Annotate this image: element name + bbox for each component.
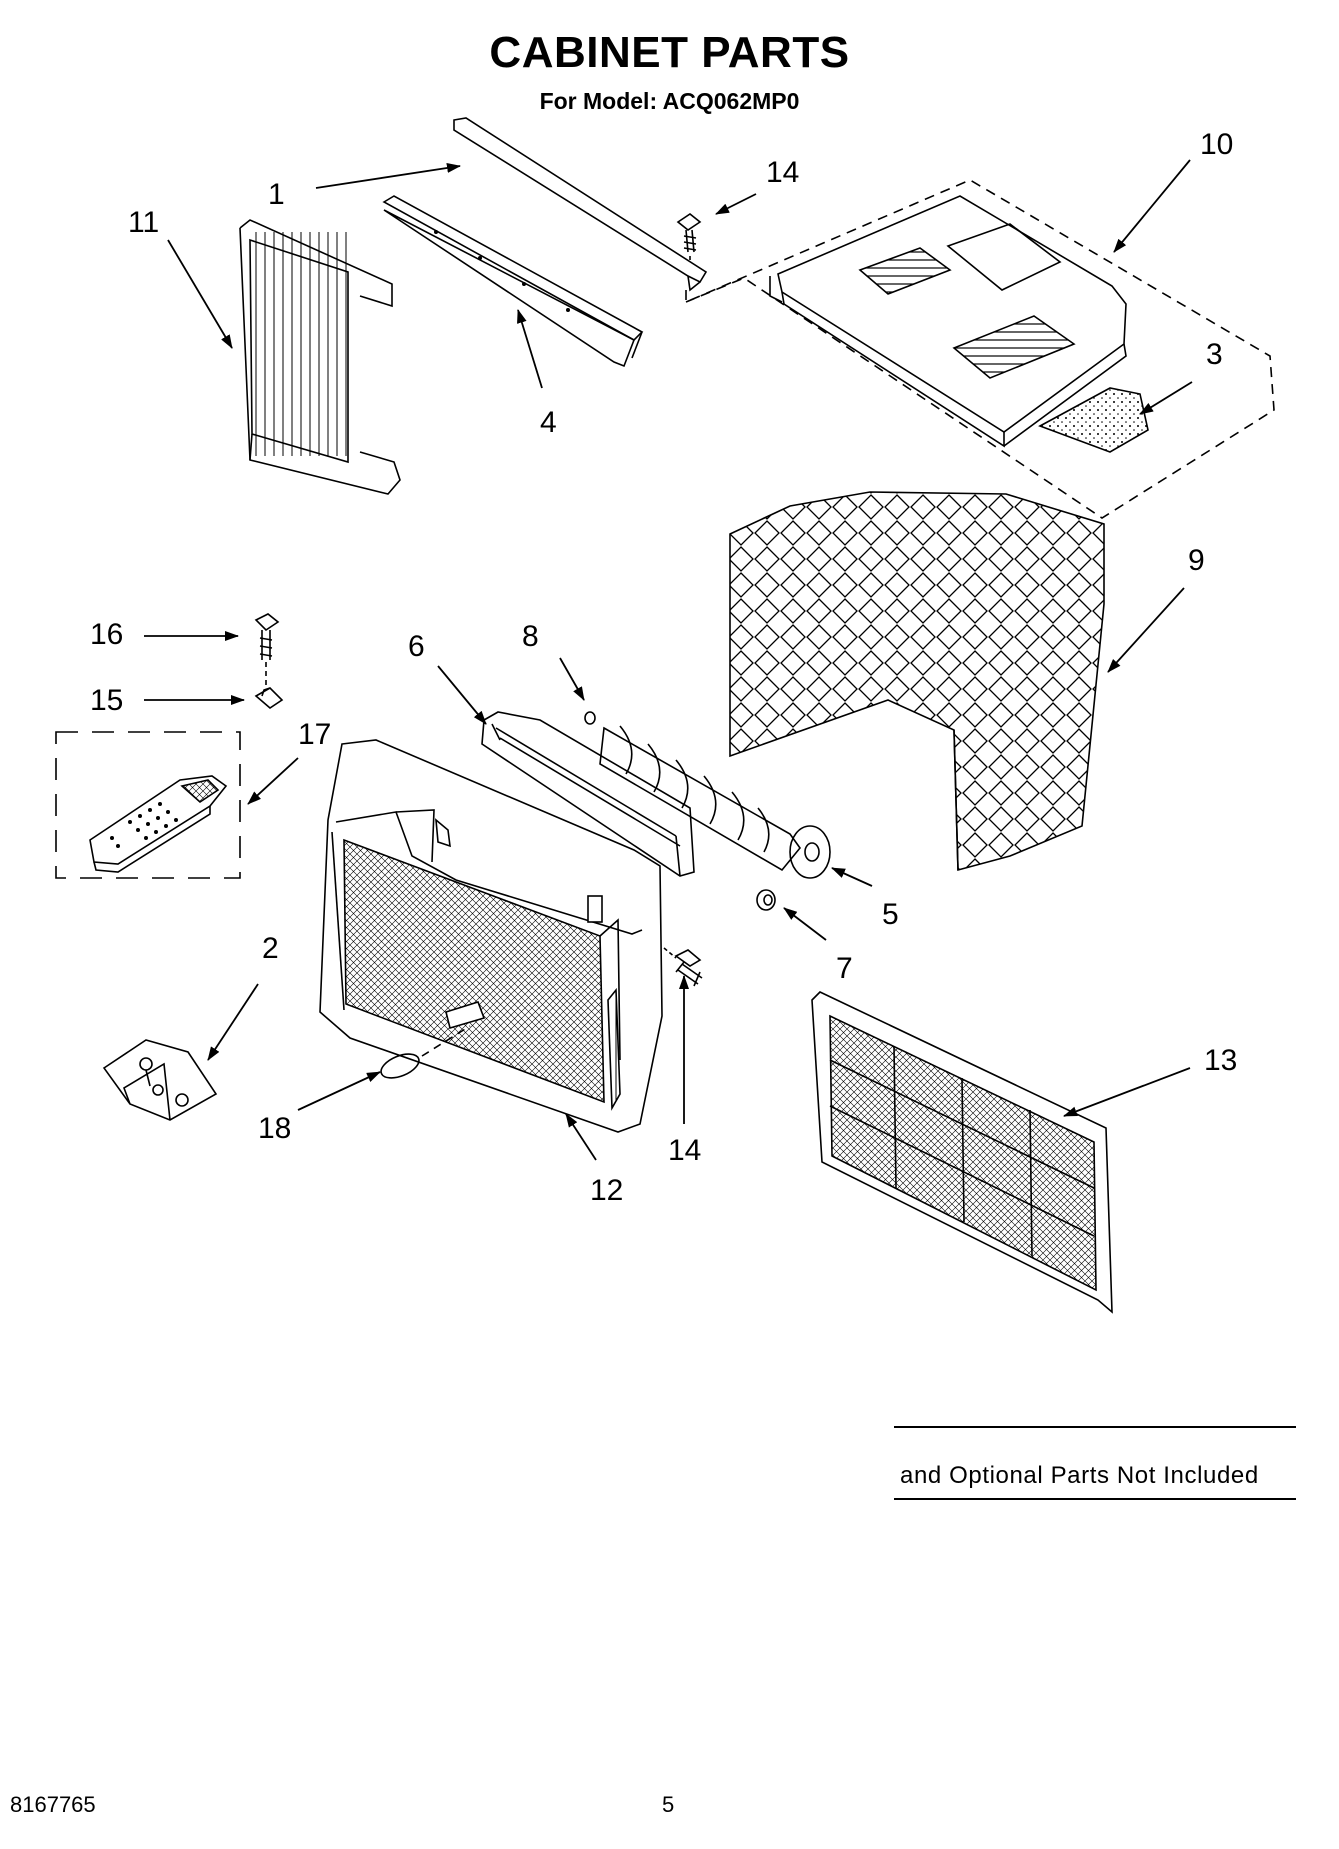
callout-14-top: 14 bbox=[766, 156, 800, 189]
document-number: 8167765 bbox=[10, 1792, 96, 1817]
part-17-remote-group bbox=[55, 731, 241, 879]
leader-lines bbox=[144, 159, 1193, 1161]
part-13-filter bbox=[811, 991, 1113, 1314]
callout-8: 8 bbox=[522, 620, 539, 653]
callout-2: 2 bbox=[262, 932, 279, 965]
part-10-top-cover-group bbox=[685, 179, 1275, 519]
part-9-wrapper bbox=[729, 491, 1105, 872]
legend-rule-top bbox=[894, 1426, 1296, 1428]
callout-7: 7 bbox=[836, 952, 853, 985]
part-5-blower-wheel bbox=[599, 725, 831, 879]
part-8-bushing bbox=[584, 711, 596, 725]
part-2-bracket bbox=[102, 1039, 218, 1121]
part-16-screw bbox=[254, 613, 280, 690]
part-3-seal bbox=[1038, 387, 1149, 453]
callout-14-lower: 14 bbox=[668, 1134, 702, 1167]
part-14-screw-lower bbox=[663, 947, 703, 987]
part-12-front-panel bbox=[319, 739, 663, 1133]
page-title: CABINET PARTS bbox=[489, 28, 850, 77]
page-number: 5 bbox=[662, 1792, 675, 1817]
callout-16: 16 bbox=[90, 618, 124, 651]
legend-rule-bottom bbox=[894, 1498, 1296, 1500]
part-7-bushing bbox=[756, 889, 776, 911]
part-14-screw-top bbox=[676, 213, 702, 262]
part-18-plug bbox=[380, 1025, 471, 1079]
callout-6: 6 bbox=[408, 630, 425, 663]
callout-9: 9 bbox=[1188, 544, 1205, 577]
callout-1: 1 bbox=[268, 178, 285, 211]
callout-13: 13 bbox=[1204, 1044, 1238, 1077]
legend-text: and Optional Parts Not Included bbox=[900, 1462, 1259, 1489]
part-11-side-curtain bbox=[239, 219, 401, 495]
part-15-clip bbox=[254, 687, 284, 710]
callout-17: 17 bbox=[298, 718, 332, 751]
callout-15: 15 bbox=[90, 684, 124, 717]
callout-10: 10 bbox=[1200, 128, 1234, 161]
callout-11: 11 bbox=[128, 206, 160, 239]
callout-5: 5 bbox=[882, 898, 899, 931]
part-4-channel bbox=[382, 195, 644, 368]
callout-18: 18 bbox=[258, 1112, 292, 1145]
model-subtitle: For Model: ACQ062MP0 bbox=[539, 88, 800, 114]
callout-4: 4 bbox=[540, 406, 557, 439]
callout-3: 3 bbox=[1206, 338, 1223, 371]
part-1-top-rail bbox=[453, 117, 708, 292]
callout-12: 12 bbox=[590, 1174, 624, 1207]
part-6-louver bbox=[481, 711, 695, 877]
